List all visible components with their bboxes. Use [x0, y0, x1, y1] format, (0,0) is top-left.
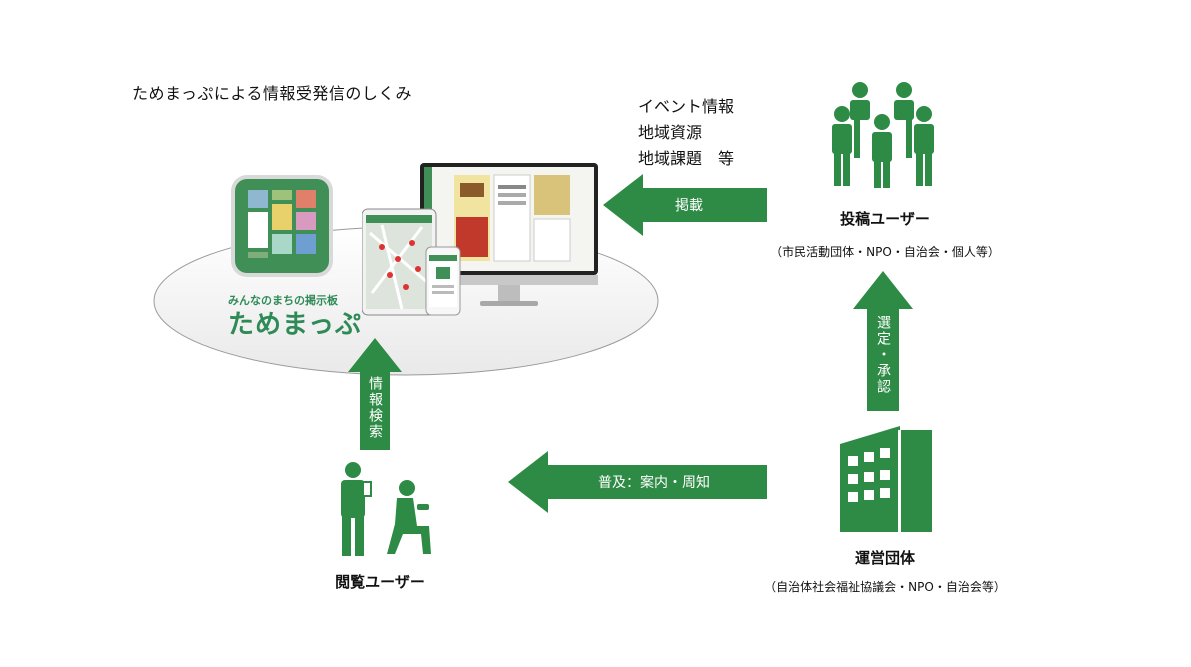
search-arrow-label: 情報検索: [367, 376, 383, 440]
promote-arrow: 普及：案内・周知: [508, 451, 767, 513]
post-arrow-label: 掲載: [675, 198, 703, 214]
info-line: 地域資源: [638, 123, 703, 142]
info-line: イベント情報: [638, 97, 735, 116]
building-icon: [840, 426, 932, 532]
search-arrow: 情報検索: [348, 338, 402, 450]
devices-illustration: [361, 163, 602, 319]
poster-label: 投稿ユーザー: [840, 210, 930, 228]
promote-arrow-label: 普及：案内・周知: [598, 475, 710, 491]
info-list: イベント情報 地域資源 地域課題 等: [638, 94, 734, 172]
post-arrow: 掲載: [603, 174, 767, 236]
app-tagline: みんなのまちの掲示板: [228, 294, 338, 307]
app-icon: [230, 174, 334, 278]
app-name: ためまっぷ: [228, 310, 362, 340]
viewer-people-icon: [333, 462, 433, 556]
poster-sublabel: （市民活動団体・NPO・自治会・個人等）: [770, 245, 1000, 259]
approve-arrow: 選定・承認: [853, 271, 913, 411]
operator-sublabel: （自治体社会福祉協議会・NPO・自治会等）: [764, 580, 1006, 594]
group-people-icon: [830, 82, 940, 190]
approve-arrow-label: 選定・承認: [875, 315, 891, 395]
operator-label: 運営団体: [854, 549, 915, 567]
info-line: 地域課題 等: [638, 149, 735, 168]
viewer-label: 閲覧ユーザー: [335, 573, 425, 591]
diagram-title: ためまっぷによる情報受発信のしくみ: [132, 84, 413, 103]
